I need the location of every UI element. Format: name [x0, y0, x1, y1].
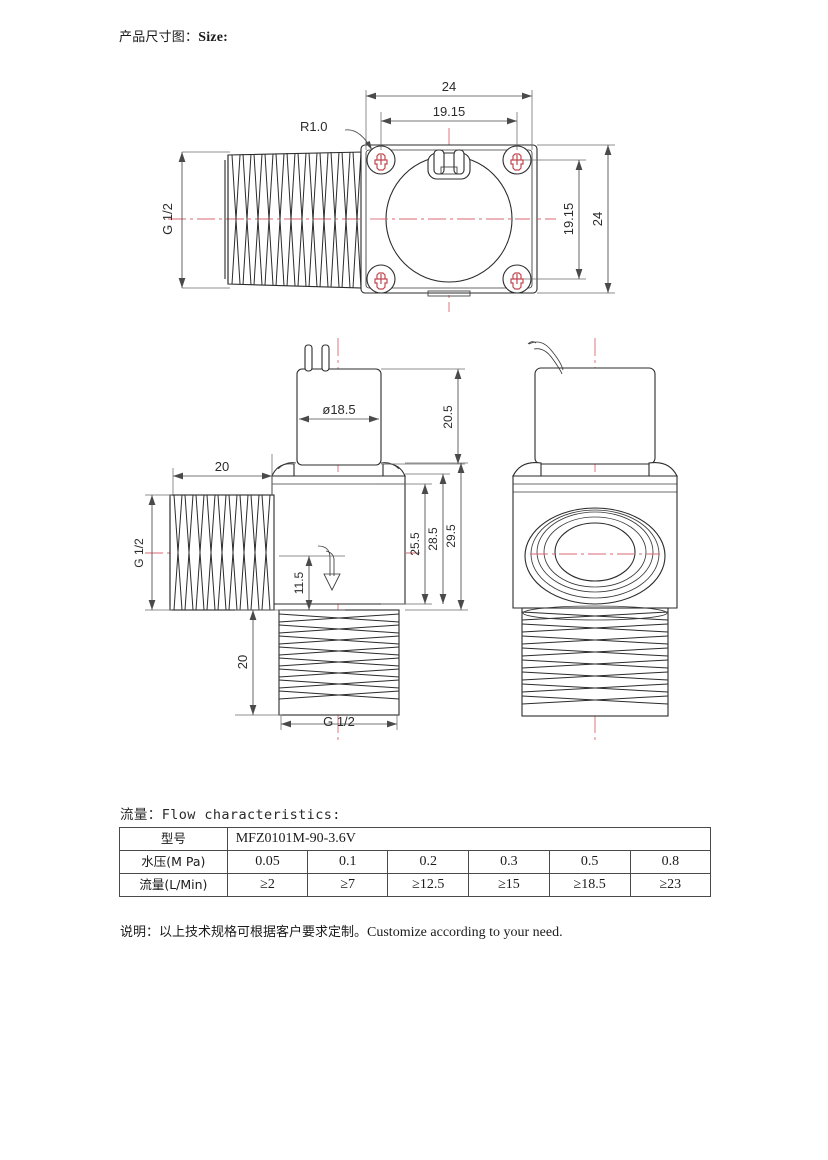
svg-text:24: 24 — [442, 79, 456, 94]
dim-1915-vertical: 19.15 — [523, 159, 586, 280]
cell-flowrate-3: ≥12.5 — [387, 873, 470, 897]
svg-text:20: 20 — [215, 459, 229, 474]
svg-text:ø18.5: ø18.5 — [322, 402, 355, 417]
flow-title-cn: 流量： — [120, 807, 162, 823]
side-upper-cap — [296, 344, 382, 466]
svg-text:24: 24 — [590, 212, 605, 226]
cell-pressure-5: 0.5 — [548, 850, 631, 874]
dim-1915-horizontal: 19.15 — [380, 104, 518, 150]
dim-295: 29.5 — [405, 462, 468, 611]
table-row-model: 型号 MFZ0101M-90-3.6V — [119, 827, 712, 851]
cell-pressure-2: 0.1 — [307, 850, 389, 874]
svg-text:29.5: 29.5 — [444, 524, 458, 548]
dim-g12-outlet: G 1/2 — [280, 714, 398, 730]
dim-20-outlet: 20 — [235, 609, 282, 716]
cell-flowrate-4: ≥15 — [468, 873, 550, 897]
flow-direction-arrow — [317, 545, 341, 591]
cell-pressure-1: 0.05 — [226, 850, 309, 874]
page-title-cn: 产品尺寸图： — [119, 30, 199, 45]
side-section-view-group: ø18.5 20.5 25.5 — [132, 338, 468, 740]
dim-24-horizontal: 24 — [365, 79, 533, 150]
top-thread — [224, 151, 364, 289]
cell-model-value: MFZ0101M-90-3.6V — [226, 827, 712, 851]
top-connector — [427, 149, 471, 180]
cell-flowrate-5: ≥18.5 — [548, 873, 631, 897]
dim-g12-inlet: G 1/2 — [132, 494, 172, 611]
svg-text:G 1/2: G 1/2 — [132, 538, 146, 568]
footer-note-en: Customize according to your need. — [367, 925, 563, 940]
side-body — [271, 462, 406, 605]
cell-pressure-4: 0.3 — [468, 850, 550, 874]
side-outlet-thread — [278, 609, 400, 716]
svg-text:28.5: 28.5 — [426, 527, 440, 551]
page-title-en: Size: — [198, 30, 228, 45]
svg-text:G 1/2: G 1/2 — [323, 714, 355, 729]
svg-text:19.15: 19.15 — [433, 104, 466, 119]
dim-diameter-185: ø18.5 — [299, 402, 379, 423]
svg-text:19.15: 19.15 — [561, 203, 576, 236]
cell-pressure-3: 0.2 — [387, 850, 470, 874]
footer-note: 说明：以上技术规格可根据客户要求定制。Customize according t… — [120, 921, 563, 941]
cell-flowrate-6: ≥23 — [629, 873, 712, 897]
flow-characteristics-title: 流量：Flow characteristics: — [120, 803, 341, 823]
dim-205: 20.5 — [381, 368, 465, 465]
svg-text:R1.0: R1.0 — [300, 119, 327, 134]
table-row-pressure: 水压(M Pa) 0.05 0.1 0.2 0.3 0.5 0.8 — [119, 850, 712, 874]
corner-screws — [366, 145, 532, 294]
footer-note-cn: 说明：以上技术规格可根据客户要求定制。 — [120, 925, 368, 940]
front-view-group — [512, 338, 678, 740]
table-row-flowrate: 流量(L/Min) ≥2 ≥7 ≥12.5 ≥15 ≥18.5 ≥23 — [119, 873, 712, 897]
page-title: 产品尺寸图：Size: — [119, 26, 228, 46]
svg-text:20.5: 20.5 — [441, 405, 455, 429]
svg-text:11.5: 11.5 — [292, 571, 306, 594]
dim-g12-top: G 1/2 — [160, 151, 230, 289]
dim-255: 25.5 — [381, 483, 432, 605]
dim-20-inlet: 20 — [172, 454, 273, 496]
dim-r10: R1.0 — [300, 119, 373, 151]
front-port-rings — [524, 507, 666, 605]
cell-pressure-6: 0.8 — [629, 850, 712, 874]
dim-24-vertical: 24 — [537, 144, 615, 294]
flow-title-en: Flow characteristics: — [161, 807, 341, 823]
svg-text:20: 20 — [235, 655, 250, 669]
side-inlet-thread — [169, 494, 275, 611]
front-lower-thread — [521, 607, 669, 717]
svg-text:25.5: 25.5 — [408, 532, 422, 556]
cell-flowrate-2: ≥7 — [307, 873, 389, 897]
flow-characteristics-table: 型号 MFZ0101M-90-3.6V 水压(M Pa) 0.05 0.1 0.… — [119, 827, 712, 897]
svg-text:G 1/2: G 1/2 — [160, 203, 175, 235]
dim-115: 11.5 — [279, 555, 345, 611]
cell-flowrate-1: ≥2 — [226, 873, 309, 897]
row-label-flowrate: 流量(L/Min) — [119, 873, 228, 897]
top-view-group: 24 19.15 24 — [160, 79, 615, 312]
row-label-model: 型号 — [119, 827, 228, 851]
row-label-pressure: 水压(M Pa) — [119, 850, 228, 874]
dim-285: 28.5 — [405, 473, 450, 604]
